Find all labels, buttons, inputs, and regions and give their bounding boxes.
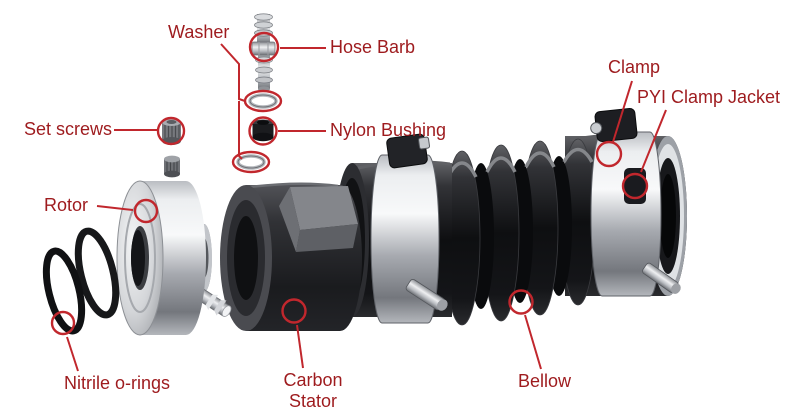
label-bellow: Bellow bbox=[518, 371, 572, 391]
label-hose-barb: Hose Barb bbox=[330, 37, 416, 57]
nitrile-o-rings-part bbox=[42, 227, 120, 335]
washer-leader-line bbox=[220, 43, 246, 102]
pyi-clamp-jacket-part bbox=[590, 107, 646, 204]
nylon-bushing-part bbox=[252, 119, 274, 142]
washer-highlight-circle-lower bbox=[231, 150, 271, 174]
nitrile-o-rings-highlight-circle bbox=[50, 310, 76, 336]
set-screws-highlight-circle bbox=[156, 116, 186, 146]
bellow-leader-line bbox=[524, 314, 542, 370]
nitrile-o-rings-leader-line bbox=[66, 336, 79, 372]
washer-part-lower bbox=[236, 154, 266, 170]
carbon-stator-highlight-circle bbox=[281, 298, 307, 324]
label-washer: Washer bbox=[168, 22, 230, 42]
clamp-left-part bbox=[370, 133, 448, 324]
clamp-highlight-circle bbox=[595, 140, 623, 168]
pyi-clamp-jacket-leader-line bbox=[640, 109, 667, 173]
label-clamp: Clamp bbox=[608, 57, 661, 77]
washer-part-upper bbox=[248, 93, 278, 109]
label-rotor: Rotor bbox=[44, 195, 89, 215]
clamp-right-part bbox=[590, 107, 681, 297]
label-set-screws: Set screws bbox=[24, 119, 113, 139]
carbon-stator-leader-line bbox=[296, 324, 304, 369]
annotations bbox=[50, 31, 667, 372]
pyi-clamp-jacket-highlight-circle bbox=[621, 172, 649, 200]
rotor-leader-line bbox=[96, 205, 134, 211]
label-nylon-bushing: Nylon Bushing bbox=[330, 120, 447, 140]
washer-highlight-circle-upper bbox=[243, 89, 283, 113]
rotor-part bbox=[116, 180, 232, 336]
set-screws-part bbox=[162, 118, 181, 178]
clamp-leader-line bbox=[612, 80, 633, 143]
carbon-stator-part bbox=[220, 182, 362, 331]
rotor-highlight-circle bbox=[133, 198, 159, 224]
label-pyi-clamp-jacket: PYI Clamp Jacket bbox=[637, 87, 781, 107]
bellow-highlight-circle bbox=[508, 289, 534, 315]
nylon-bushing-highlight-circle bbox=[248, 116, 278, 146]
washer-leader-line-2 bbox=[238, 101, 243, 160]
label-nitrile-o-rings: Nitrile o-rings bbox=[64, 373, 171, 393]
label-carbon-stator: Carbon Stator bbox=[283, 370, 343, 411]
hose-barb-highlight-circle bbox=[248, 31, 280, 63]
hose-barb-part bbox=[251, 13, 276, 92]
